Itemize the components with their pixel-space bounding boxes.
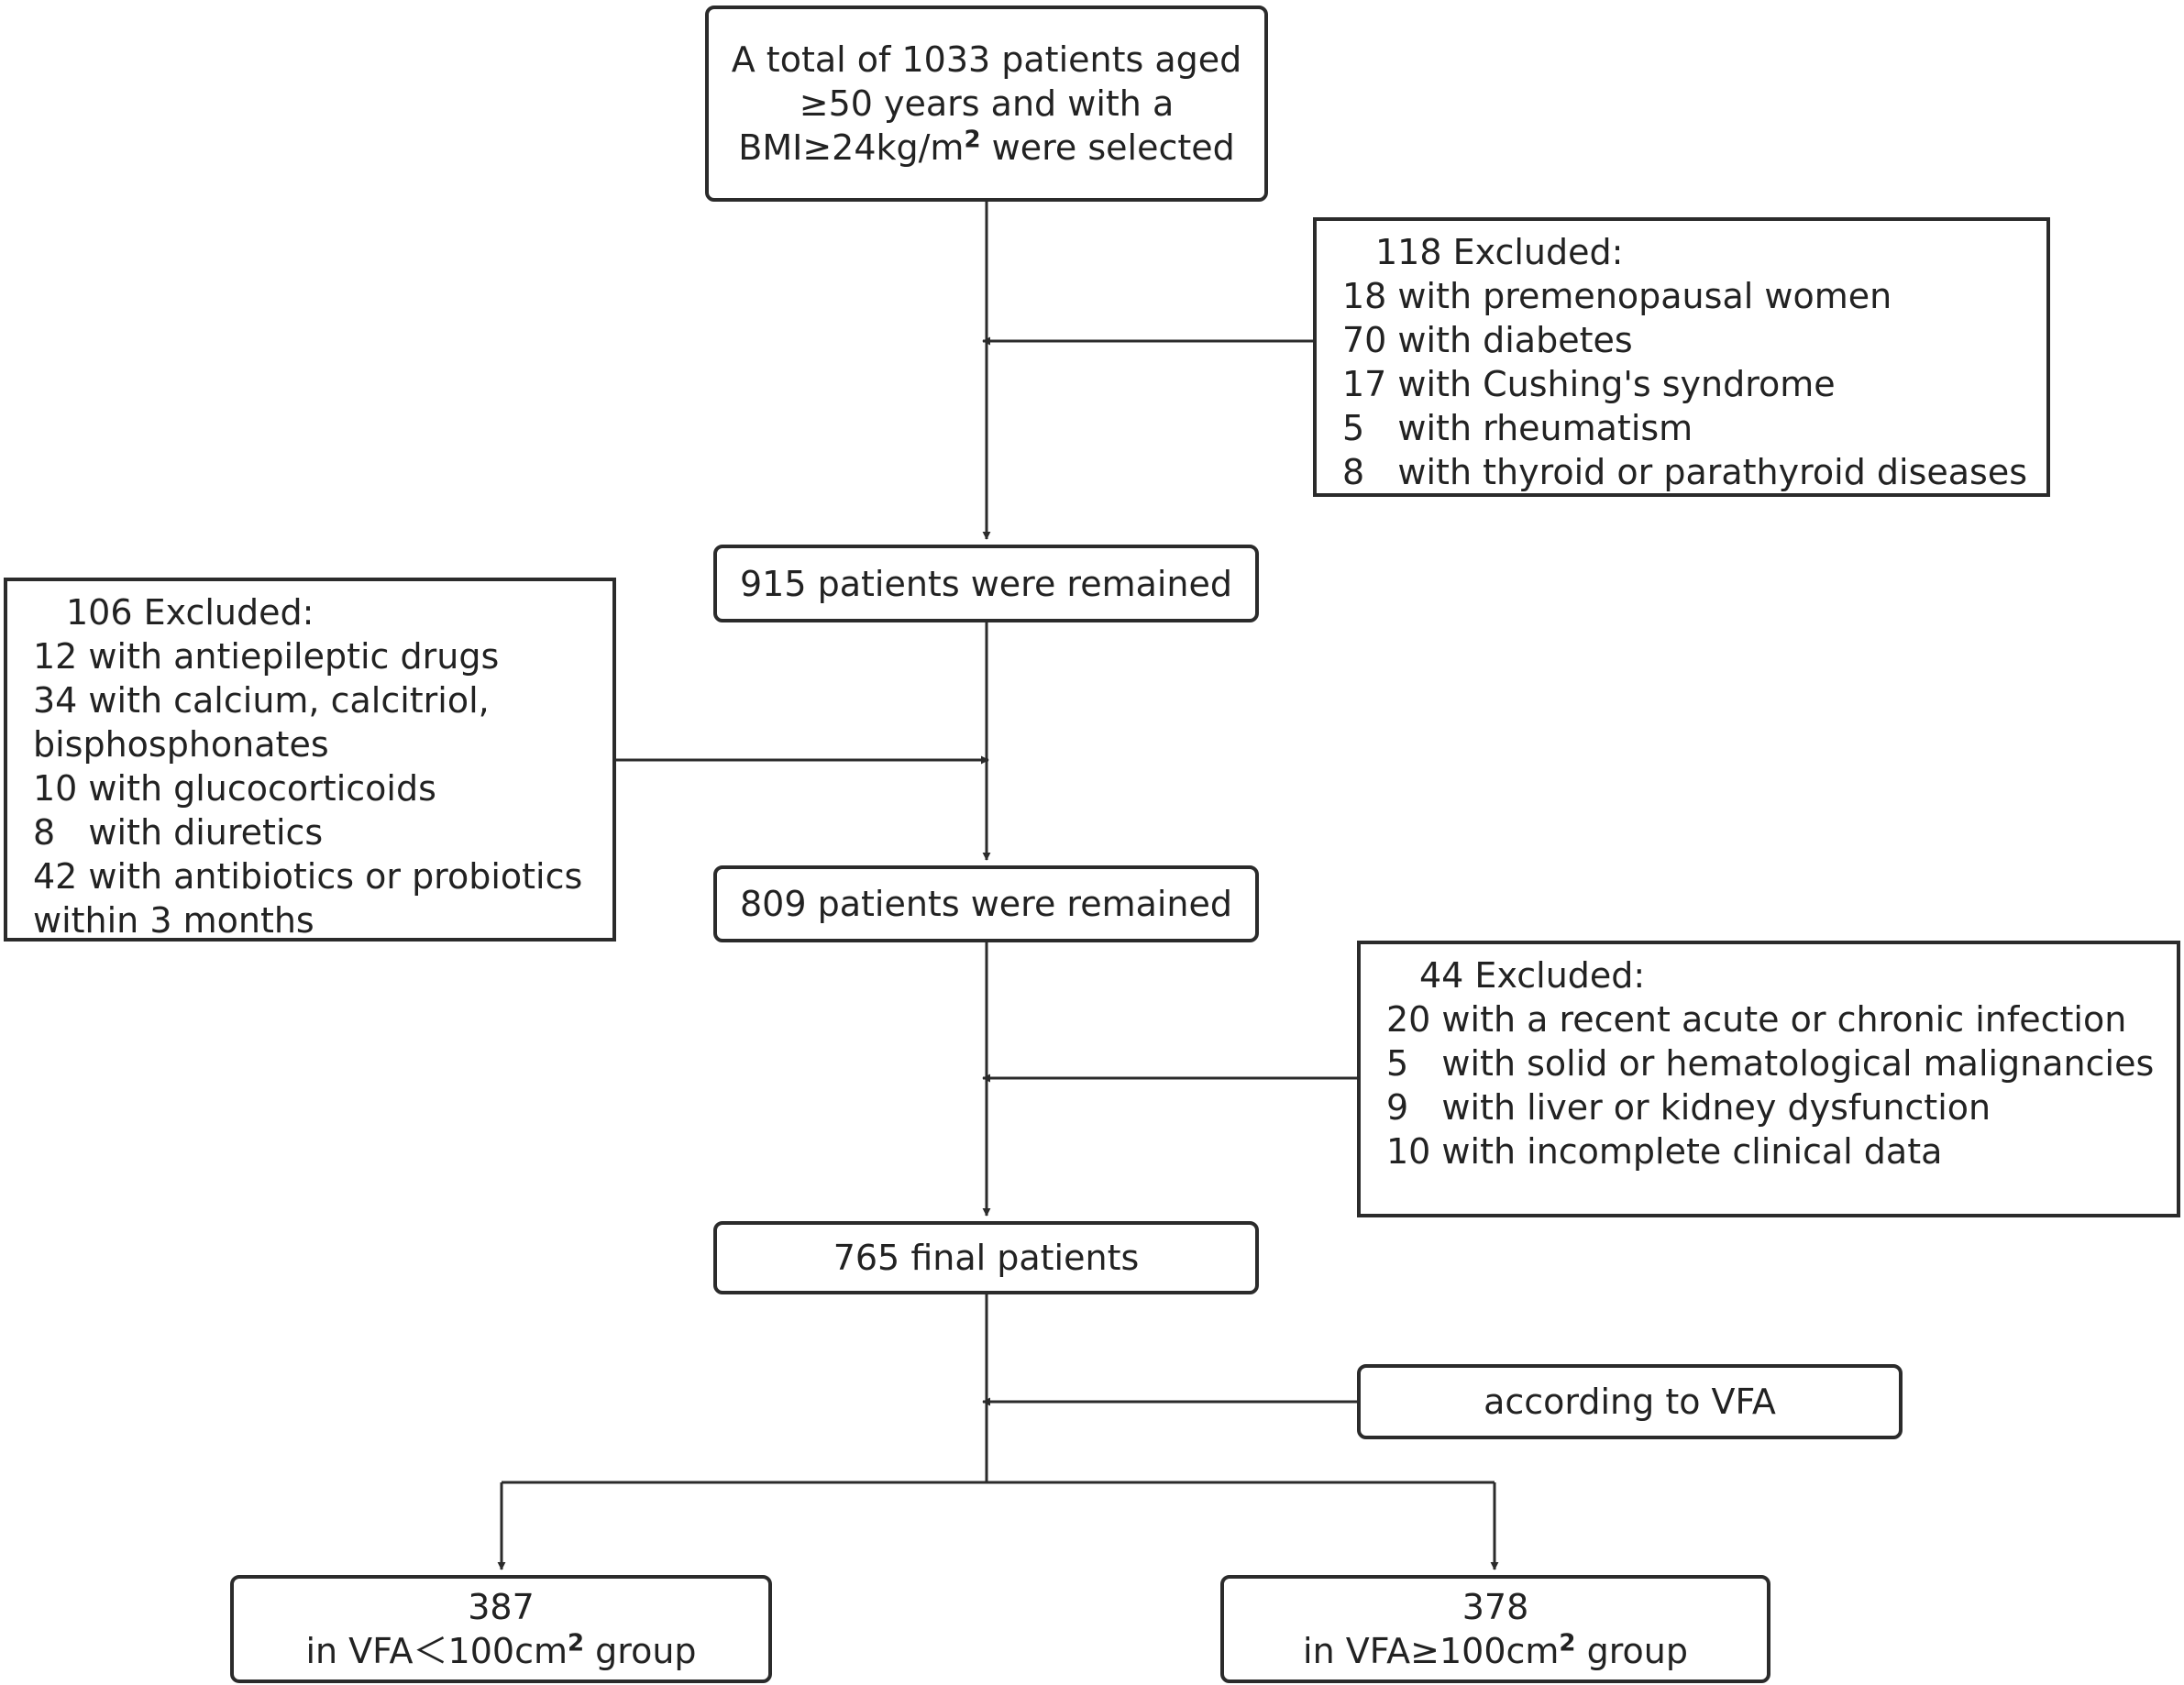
- group-low-pre: in VFA＜100cm: [305, 1631, 568, 1671]
- exclusion-3-heading: 44 Excluded:: [1419, 955, 1646, 996]
- exclusion-2-list: 12 with antiepileptic drugs 34 with calc…: [33, 634, 590, 942]
- exclusion-1-item: 18 with premenopausal women: [1342, 276, 1892, 316]
- exclusion-2-item: bisphosphonates: [33, 724, 329, 765]
- start-line-3-post: were selected: [980, 127, 1235, 168]
- step2-box: 809 patients were remained: [713, 865, 1259, 942]
- exclusion-3-item: 10 with incomplete clinical data: [1386, 1131, 1943, 1172]
- start-line-1: A total of 1033 patients aged: [731, 39, 1242, 80]
- split-criterion-box: according to VFA: [1357, 1364, 1903, 1439]
- exclusion-1-item: 8 with thyroid or parathyroid diseases: [1342, 452, 2028, 492]
- final-label: 765 final patients: [833, 1238, 1140, 1278]
- group-high-count: 378: [1462, 1587, 1529, 1627]
- start-line-3: BMI≥24kg/m2 were selected: [738, 126, 1235, 170]
- exclusion-2-item: 10 with glucocorticoids: [33, 768, 436, 809]
- group-low-post: group: [584, 1631, 697, 1671]
- split-criterion-label: according to VFA: [1484, 1382, 1776, 1422]
- exclusion-2-item: 42 with antibiotics or probiotics: [33, 856, 583, 897]
- start-line-2: ≥50 years and with a: [799, 83, 1175, 124]
- exclusion-1-item: 17 with Cushing's syndrome: [1342, 364, 1836, 404]
- start-box: A total of 1033 patients aged ≥50 years …: [705, 6, 1268, 202]
- step1-label: 915 patients were remained: [739, 563, 1233, 604]
- exclusion-box-1: 118 Excluded: 18 with premenopausal wome…: [1313, 217, 2050, 497]
- group-low-count: 387: [468, 1587, 535, 1627]
- exclusion-box-3: 44 Excluded: 20 with a recent acute or c…: [1357, 941, 2180, 1217]
- group-low-label: in VFA＜100cm2 group: [305, 1629, 696, 1673]
- step2-label: 809 patients were remained: [739, 884, 1233, 924]
- exclusion-3-item: 20 with a recent acute or chronic infect…: [1386, 999, 2127, 1040]
- final-box: 765 final patients: [713, 1221, 1259, 1294]
- exclusion-2-item: 8 with diuretics: [33, 812, 324, 853]
- start-line-3-sup: 2: [964, 126, 981, 154]
- exclusion-2-heading: 106 Excluded:: [66, 592, 314, 633]
- group-high-post: group: [1575, 1631, 1688, 1671]
- exclusion-box-2: 106 Excluded: 12 with antiepileptic drug…: [4, 578, 616, 942]
- exclusion-2-item: 34 with calcium, calcitriol,: [33, 680, 490, 721]
- exclusion-3-item: 9 with liver or kidney dysfunction: [1386, 1087, 1991, 1128]
- group-high-sup: 2: [1559, 1629, 1576, 1657]
- exclusion-1-list: 18 with premenopausal women 70 with diab…: [1342, 274, 2028, 494]
- exclusion-1-item: 70 with diabetes: [1342, 320, 1633, 360]
- group-low-box: 387 in VFA＜100cm2 group: [230, 1575, 772, 1683]
- group-low-sup: 2: [567, 1629, 585, 1657]
- group-high-label: in VFA≥100cm2 group: [1303, 1629, 1688, 1673]
- start-line-3-pre: BMI≥24kg/m: [738, 127, 965, 168]
- exclusion-2-item: within 3 months: [33, 900, 314, 941]
- exclusion-1-item: 5 with rheumatism: [1342, 408, 1693, 448]
- group-high-pre: in VFA≥100cm: [1303, 1631, 1560, 1671]
- group-high-box: 378 in VFA≥100cm2 group: [1220, 1575, 1770, 1683]
- exclusion-1-heading: 118 Excluded:: [1375, 232, 1624, 272]
- exclusion-3-list: 20 with a recent acute or chronic infect…: [1386, 997, 2155, 1173]
- step1-box: 915 patients were remained: [713, 545, 1259, 622]
- exclusion-3-item: 5 with solid or hematological malignanci…: [1386, 1043, 2155, 1084]
- exclusion-2-item: 12 with antiepileptic drugs: [33, 636, 500, 677]
